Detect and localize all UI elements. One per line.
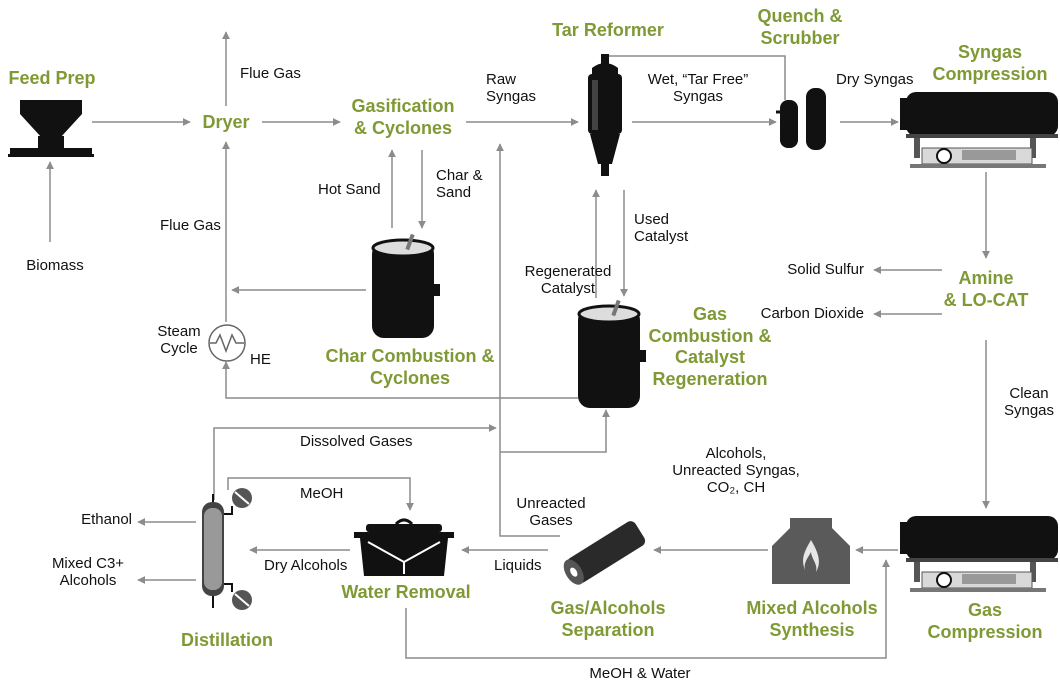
unreacted-gases-label: Unreacted Gases: [516, 495, 586, 529]
meoh-label: MeOH: [300, 485, 344, 502]
hot-sand-label: Hot Sand: [318, 181, 381, 198]
gas-combustion-label: Gas Combustion & Catalyst Regeneration: [648, 304, 772, 389]
gas-alcohols-separation-label: Gas/Alcohols Separation: [550, 598, 666, 640]
solid-sulfur-label: Solid Sulfur: [787, 261, 864, 278]
tar-reformer-label: Tar Reformer: [552, 20, 664, 40]
ethanol-label: Ethanol: [81, 511, 132, 528]
distillation-column-icon: [202, 488, 252, 610]
dry-syngas-label: Dry Syngas: [836, 71, 914, 88]
flue-gas-top-label: Flue Gas: [240, 65, 301, 82]
raw-syngas-label: Raw Syngas: [486, 71, 537, 105]
arrow-meoh-water-recycle: [405, 559, 890, 659]
char-sand-label: Char & Sand: [436, 167, 483, 201]
arrow-unreacted-gases: [496, 143, 560, 537]
char-combustion-label: Char Combustion & Cyclones: [325, 346, 495, 388]
dryer-label: Dryer: [202, 112, 250, 132]
mixed-alcohols-synthesis-label: Mixed Alcohols Synthesis: [746, 598, 878, 640]
reactor-icon: [772, 518, 850, 584]
reformer-icon: [588, 54, 622, 176]
arrow-gas-combustion-to-he: [222, 361, 578, 399]
flue-gas-left-label: Flue Gas: [160, 217, 221, 234]
arrow-unreacted-to-combustion: [500, 409, 610, 453]
distillation-label: Distillation: [180, 630, 273, 650]
hopper-icon: [8, 100, 94, 157]
he-label: HE: [250, 351, 271, 368]
compressor-icon: [900, 516, 1058, 592]
dry-alcohols-label: Dry Alcohols: [264, 557, 348, 574]
carbon-dioxide-label: Carbon Dioxide: [760, 305, 864, 322]
gas-compression-label: Gas Compression: [927, 600, 1043, 642]
combustor-icon: [577, 300, 646, 408]
compressor-icon: [900, 92, 1058, 168]
mixed-c3-label: Mixed C3+ Alcohols: [51, 555, 125, 589]
feed-prep-label: Feed Prep: [8, 68, 96, 88]
regenerated-catalyst-label: Regenerated Catalyst: [524, 263, 612, 297]
clean-syngas-label: Clean Syngas: [1003, 385, 1055, 419]
water-removal-label: Water Removal: [341, 582, 471, 602]
liquids-label: Liquids: [494, 557, 542, 574]
biomass-label: Biomass: [26, 257, 84, 274]
combustor-icon: [371, 234, 440, 338]
amine-locat-label: Amine & LO-CAT: [943, 268, 1029, 310]
arrow-dissolved-gases: [213, 424, 497, 500]
separator-icon: [563, 521, 646, 585]
meoh-water-label: MeOH & Water: [589, 665, 691, 682]
quench-scrubber-label: Quench & Scrubber: [757, 6, 843, 48]
dissolved-gases-label: Dissolved Gases: [300, 433, 413, 450]
arrow-meoh-recycle: [227, 477, 414, 511]
scrubber-icon: [776, 88, 826, 150]
dryer-vessel-icon: [354, 518, 454, 576]
syngas-compression-label: Syngas Compression: [932, 42, 1048, 84]
gasification-label: Gasification & Cyclones: [351, 96, 455, 138]
heat-exchanger-icon: [208, 324, 246, 362]
wet-tar-free-label: Wet, “Tar Free” Syngas: [647, 71, 749, 105]
used-catalyst-label: Used Catalyst: [634, 211, 689, 245]
alcohols-unreacted-label: Alcohols, Unreacted Syngas, CO₂, CH: [672, 445, 800, 496]
steam-cycle-label: Steam Cycle: [157, 323, 201, 357]
